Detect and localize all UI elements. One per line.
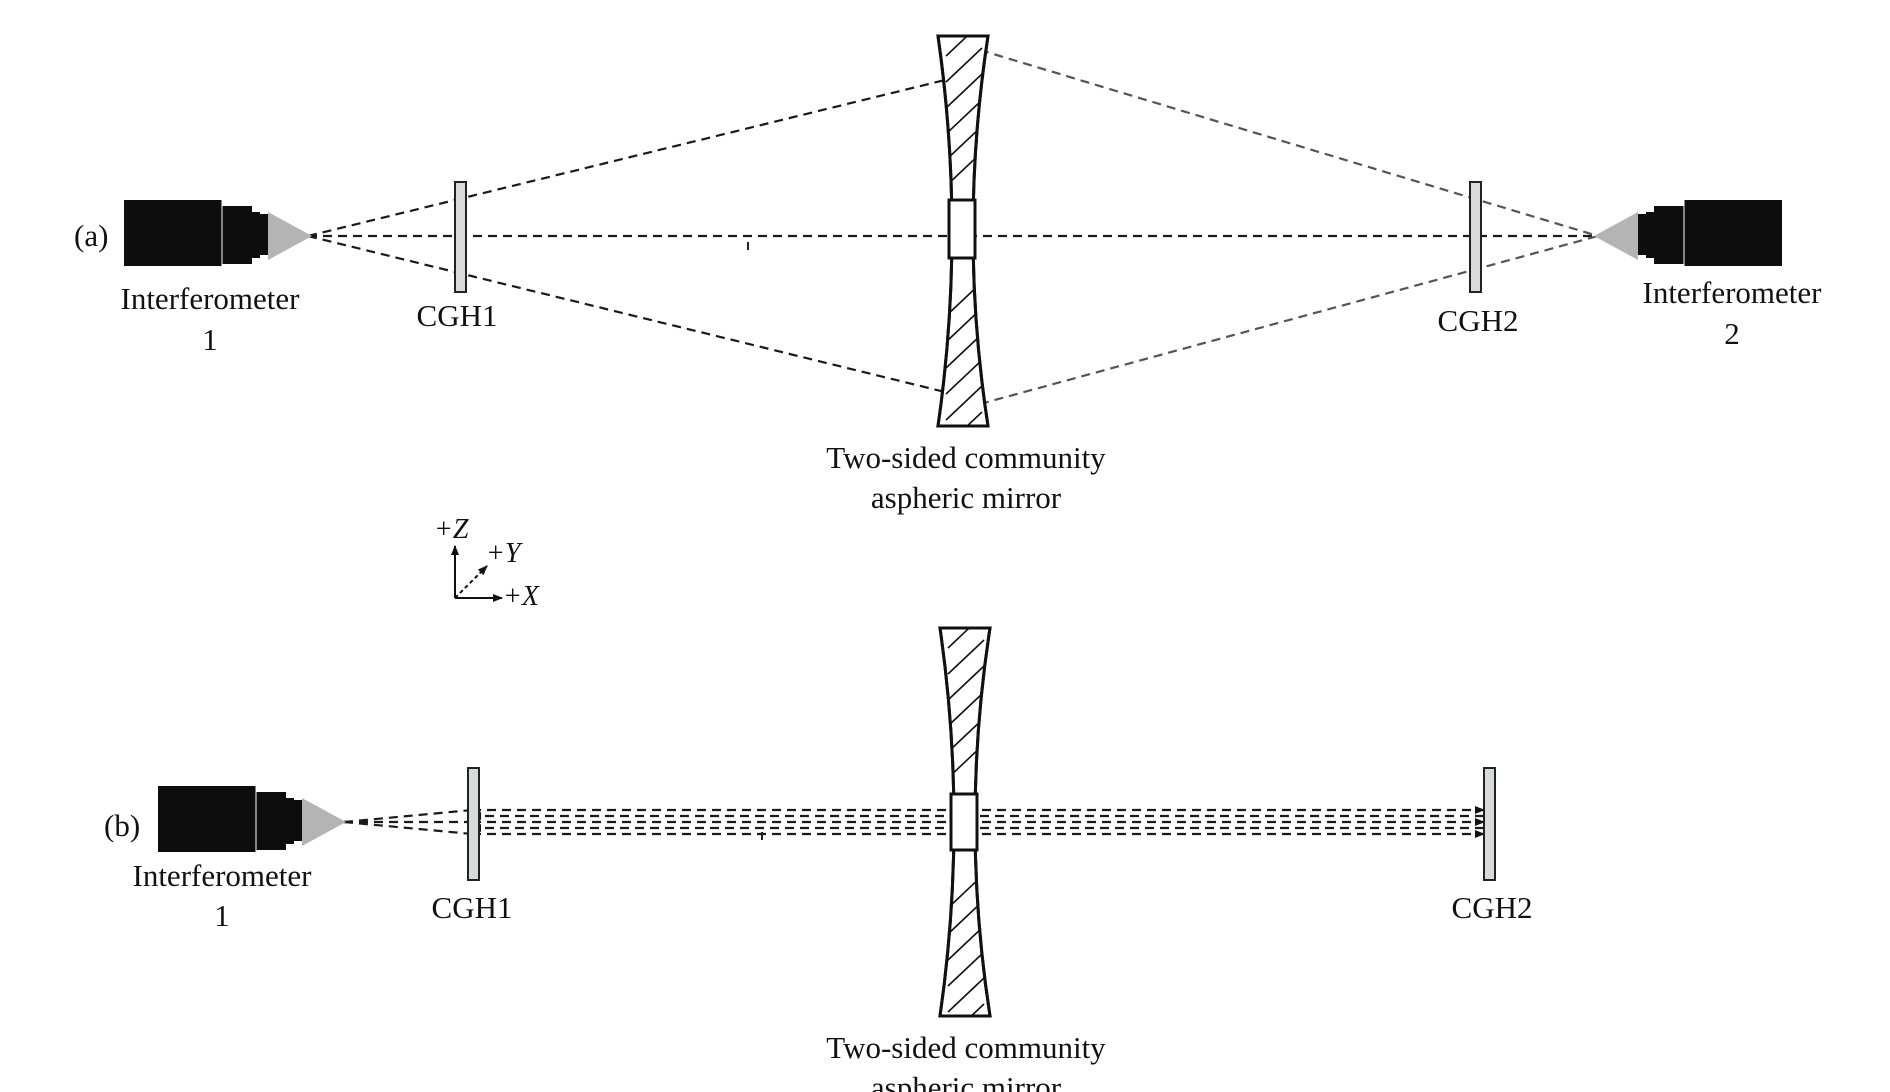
cgh2-plate bbox=[1469, 181, 1482, 293]
interferometer-2-label-line1: Interferometer bbox=[1643, 275, 1823, 310]
interferometer-2-icon bbox=[1594, 200, 1782, 266]
hatch-line bbox=[947, 977, 985, 1013]
interferometer-1-b-icon bbox=[158, 786, 346, 852]
hatch-line bbox=[947, 628, 985, 649]
hatch-line bbox=[947, 639, 985, 675]
mirror-label-line2: aspheric mirror bbox=[871, 480, 1062, 515]
hatch-line bbox=[948, 588, 984, 622]
axis-z-label: +Z bbox=[434, 514, 469, 545]
axis-y-label: +Y bbox=[486, 538, 524, 569]
interferometer-1-icon bbox=[124, 200, 312, 266]
panel-a-rays bbox=[307, 48, 1599, 406]
mirror-b-label-line1: Two-sided community bbox=[826, 1030, 1106, 1065]
hatch-line bbox=[945, 359, 983, 395]
coordinate-axes: +Z +Y +X bbox=[434, 514, 540, 612]
interferometer-1-b-label-line1: Interferometer bbox=[133, 858, 313, 893]
hatch-line bbox=[947, 691, 985, 727]
cgh2-b-label: CGH2 bbox=[1452, 890, 1533, 925]
hatch-line bbox=[945, 47, 983, 83]
panel-b-tag: (b) bbox=[104, 808, 140, 843]
mirror-b-label-line2: aspheric mirror bbox=[871, 1070, 1062, 1092]
cgh1-plate bbox=[454, 181, 467, 293]
interferometer-1-label-line2: 1 bbox=[202, 322, 218, 357]
panel-a: (a) Interferometer 1 CGH1 Two-sided comm… bbox=[74, 0, 1823, 515]
hatch-line bbox=[945, 99, 983, 135]
hatch-line bbox=[947, 951, 985, 987]
cgh1-b-label: CGH1 bbox=[432, 890, 513, 925]
mirror-center-hole-b bbox=[949, 792, 979, 852]
hatch-line bbox=[946, 0, 982, 30]
hatch-line bbox=[945, 411, 983, 426]
aspheric-mirror-b bbox=[938, 588, 992, 1018]
interferometer-2-label-line2: 2 bbox=[1724, 316, 1740, 351]
cgh1-b-plate bbox=[467, 767, 480, 881]
interferometer-1-b-label-line2: 1 bbox=[214, 898, 230, 933]
panel-b-rays bbox=[343, 806, 1485, 840]
hatch-line bbox=[945, 36, 983, 57]
cgh2-label: CGH2 bbox=[1438, 303, 1519, 338]
axis-x-label: +X bbox=[503, 581, 540, 612]
aspheric-mirror-a bbox=[936, 0, 990, 428]
cgh2-b-plate bbox=[1483, 767, 1496, 881]
hatch-line bbox=[947, 925, 985, 961]
hatch-line bbox=[945, 73, 983, 109]
hatch-line bbox=[945, 385, 983, 421]
interferometer-1-label-line1: Interferometer bbox=[121, 281, 301, 316]
hatch-line bbox=[947, 665, 985, 701]
panel-b: (b) Interferometer 1 CGH1 Two-sided comm… bbox=[104, 588, 1533, 1092]
hatch-line bbox=[947, 1003, 985, 1016]
cgh1-label: CGH1 bbox=[417, 298, 498, 333]
hatch-line bbox=[945, 333, 983, 369]
panel-a-tag: (a) bbox=[74, 218, 108, 253]
mirror-label-line1: Two-sided community bbox=[826, 440, 1106, 475]
mirror-center-hole-a bbox=[947, 198, 977, 260]
